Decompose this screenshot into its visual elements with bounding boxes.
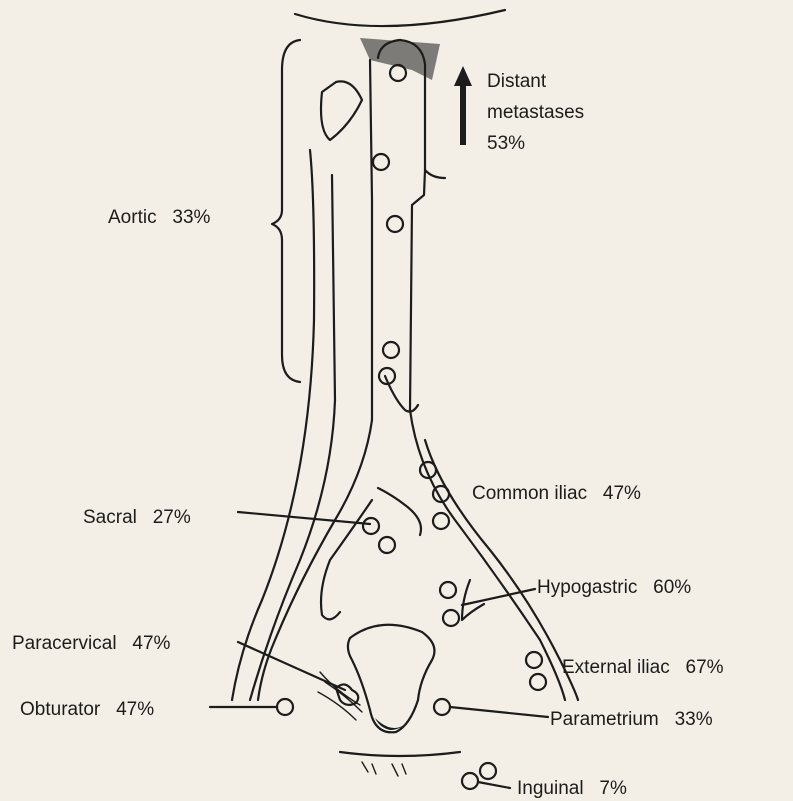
uterus — [348, 625, 435, 733]
aortic-bracket — [272, 40, 300, 382]
node-aortic-3 — [383, 342, 399, 358]
hypogastric-label: Hypogastric 60% — [537, 578, 691, 597]
aorta-right-wall — [410, 170, 425, 410]
left-inner-vessel — [250, 175, 335, 700]
node-inguinal-1 — [462, 773, 478, 789]
aortic-label: Aortic 33% — [108, 208, 210, 227]
distant-label-line2: metastases — [487, 103, 584, 122]
node-aortic-2 — [387, 216, 403, 232]
obturator-label: Obturator 47% — [20, 700, 154, 719]
node-obturator — [277, 699, 293, 715]
paracervical-label: Paracervical 47% — [12, 634, 170, 653]
node-parametrium — [434, 699, 450, 715]
left-outer-vessel — [232, 150, 314, 700]
leader-inguinal — [478, 782, 510, 788]
leader-parametrium — [450, 707, 548, 717]
node-upper-aortic — [390, 65, 406, 81]
node-aortic-1 — [373, 154, 389, 170]
diaphragm-line — [295, 10, 505, 26]
parametrium-label: Parametrium 33% — [550, 710, 713, 729]
sacral-branch — [378, 488, 421, 535]
perineum-mark — [362, 762, 406, 776]
node-sacral-2 — [379, 537, 395, 553]
paracervical-tissue — [318, 672, 362, 720]
left-kidney — [321, 81, 362, 140]
distant-label-line3: 53% — [487, 134, 525, 153]
node-common-iliac-3 — [433, 513, 449, 529]
common-iliac-label: Common iliac 47% — [472, 484, 641, 503]
node-hypogastric-1 — [440, 582, 456, 598]
node-sacral-1 — [363, 518, 379, 534]
distant-label-line1: Distant — [487, 72, 546, 91]
node-hypogastric-2 — [443, 610, 459, 626]
distant-arrow-head — [454, 66, 472, 86]
right-outer-vessel — [425, 440, 578, 700]
sacral-label: Sacral 27% — [83, 508, 191, 527]
external-iliac-label: External iliac 67% — [562, 658, 724, 677]
node-external-iliac-1 — [526, 652, 542, 668]
inguinal-label: Inguinal 7% — [517, 779, 627, 798]
node-external-iliac-2 — [530, 674, 546, 690]
vessel-stub — [385, 376, 418, 412]
perineum-line — [340, 752, 460, 756]
renal-shading — [360, 38, 440, 80]
leader-sacral — [238, 512, 370, 524]
sacral-branch-2 — [321, 500, 372, 619]
node-inguinal-2 — [480, 763, 496, 779]
aorta-left-wall — [370, 60, 372, 420]
